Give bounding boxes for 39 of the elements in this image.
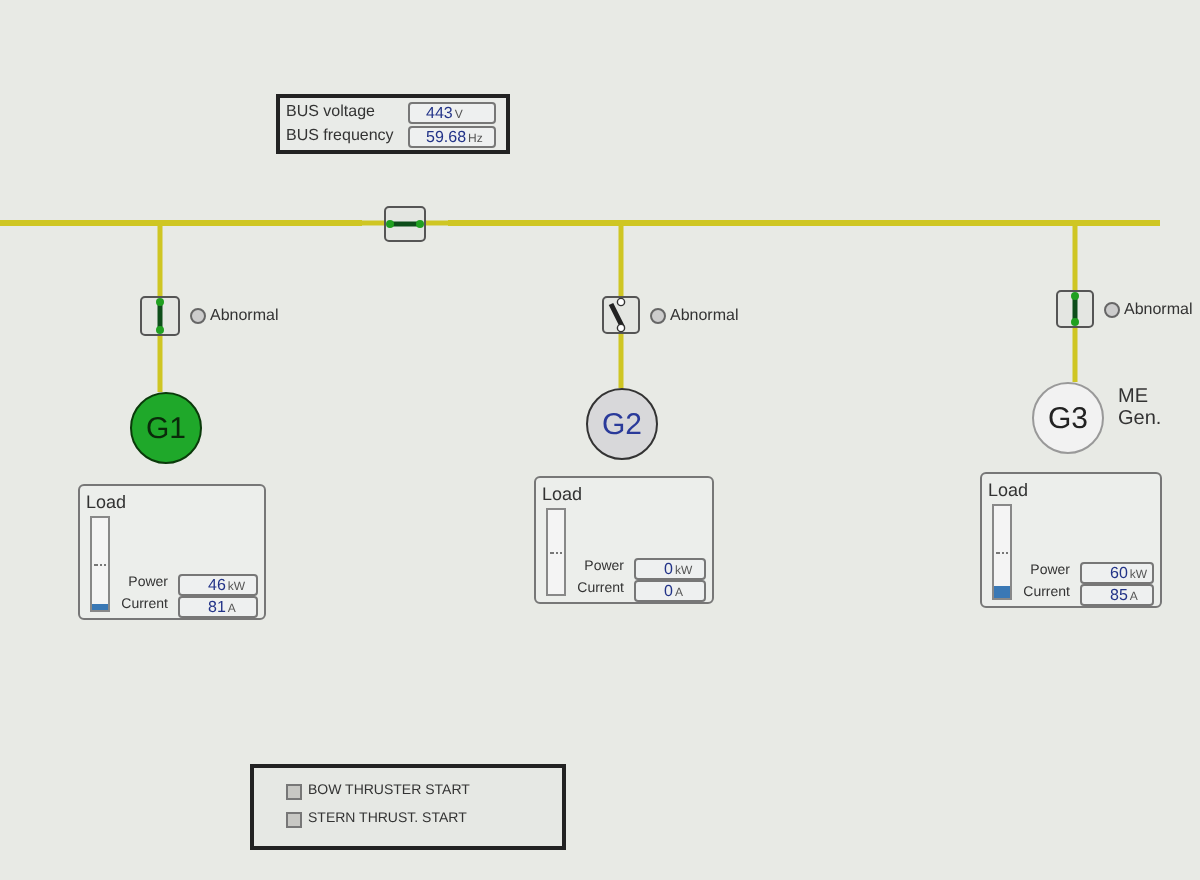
load-panel — [980, 472, 1162, 608]
value-text: 0 — [664, 560, 673, 578]
bus-connector — [362, 220, 384, 226]
breaker-symbol — [1056, 290, 1094, 328]
value-text: 85 — [1110, 586, 1128, 604]
breaker-symbol — [384, 206, 426, 242]
value-text: 46 — [208, 576, 226, 594]
field-label: BUS frequency — [286, 126, 394, 146]
breaker-symbol — [140, 296, 180, 336]
bus-connector — [1072, 226, 1078, 290]
bus-connector — [618, 226, 624, 296]
status-label: Abnormal — [670, 305, 739, 325]
load-panel — [78, 484, 266, 620]
bus-bar — [448, 220, 1160, 226]
value-text: 60 — [1110, 564, 1128, 582]
value-text: 443 — [426, 104, 453, 122]
bus-connector — [618, 334, 624, 388]
panel-title: Load — [542, 484, 583, 504]
generator-symbol: G2 — [586, 388, 658, 460]
value-text: 59.68 — [426, 128, 467, 146]
generator-caption: ME Gen. — [1118, 386, 1164, 430]
thruster-panel — [250, 764, 566, 850]
bus-connector — [426, 220, 448, 226]
breaker-symbol — [602, 296, 640, 334]
load-panel — [534, 476, 714, 604]
bus-bar — [0, 220, 362, 226]
field-label: BUS voltage — [286, 102, 375, 122]
generator-symbol: G1 — [130, 392, 202, 464]
status-label: Abnormal — [210, 306, 279, 326]
panel-title: Load — [988, 480, 1029, 500]
status-label: Abnormal — [1124, 299, 1193, 319]
bus-connector — [1072, 328, 1078, 382]
bus-status-panel — [276, 94, 510, 154]
panel-title: Load — [86, 492, 127, 512]
value-text: 0 — [664, 582, 673, 600]
generator-symbol: G3 — [1032, 382, 1104, 454]
value-text: 81 — [208, 598, 226, 616]
bus-connector — [157, 226, 163, 296]
bus-connector — [157, 336, 163, 392]
